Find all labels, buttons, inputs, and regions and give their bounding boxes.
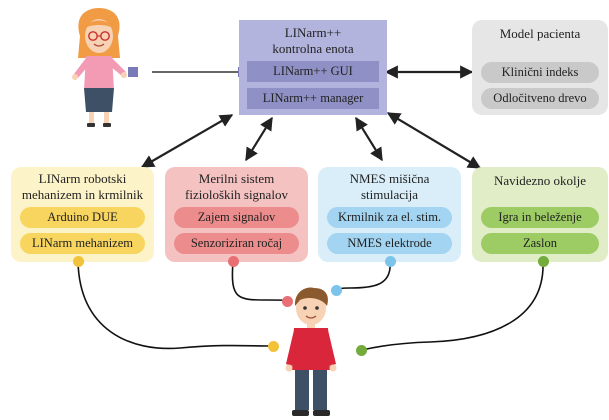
patient-model-title: Model pacienta [499,26,581,41]
robot-dot-top [73,256,84,267]
robot-module-title-line1: LINarm robotski [38,171,127,186]
stim-controller-item: Krmilnik za el. stim. [327,207,452,228]
nmes-dot-top [385,256,396,267]
clinical-index-item: Klinični indeks [481,62,599,83]
signal-acquisition-item: Zajem signalov [174,207,299,228]
linarm-mechanism-item: LINarm mehanizem [20,233,145,254]
control-manager-item: LINarm++ manager [247,88,379,109]
control-unit-title-line2: kontrolna enota [272,41,354,56]
sensorized-handle-item: Senzoriziran ročaj [174,233,299,254]
arrow-control-vr [386,112,482,169]
arrow-control-physio [245,116,273,162]
decision-tree-item: Odločitveno drevo [481,88,599,109]
robot-dot-patient [268,341,279,352]
patient-model-box: Model pacienta Klinični indeks Odločitve… [472,20,608,115]
control-unit: LINarm++ kontrolna enota LINarm++ GUI LI… [239,20,387,115]
vr-dot-patient [356,345,367,356]
vr-dot-top [538,256,549,267]
vr-module-title: Navidezno okolje [493,173,587,188]
nmes-electrodes-item: NMES elektrode [327,233,452,254]
nmes-module-title-line1: NMES mišična [349,171,430,186]
control-unit-title-line1: LINarm++ [284,25,342,40]
cable-vr [361,261,544,351]
arrow-control-robot [140,114,234,168]
display-item: Zaslon [481,233,599,254]
game-logging-item: Igra in beleženje [481,207,599,228]
cable-robot [77,261,273,350]
robot-module-box: LINarm robotski mehanizem in krmilnik Ar… [11,167,154,262]
physio-module-box: Merilni sistem fizioloških signalov Zaje… [165,167,308,262]
arrow-control-nmes [355,116,383,162]
patient-figure [285,287,337,416]
robot-module-title-line2: mehanizem in krmilnik [21,187,144,202]
arduino-due-item: Arduino DUE [20,207,145,228]
physio-dot-patient [282,296,293,307]
nmes-module-title-line2: stimulacija [360,187,419,202]
physio-module-title-line2: fizioloških signalov [185,187,288,202]
nmes-module-box: NMES mišična stimulacija Krmilnik za el.… [318,167,461,262]
physio-module-title-line1: Merilni sistem [198,171,275,186]
cable-nmes [335,261,391,291]
vr-module-box: Navidezno okolje Igra in beleženje Zaslo… [472,167,608,262]
therapist-connector-plug [128,67,138,77]
therapist-figure [72,8,127,127]
physio-dot-top [228,256,239,267]
nmes-dot-patient [331,285,342,296]
control-gui-item: LINarm++ GUI [247,61,379,82]
